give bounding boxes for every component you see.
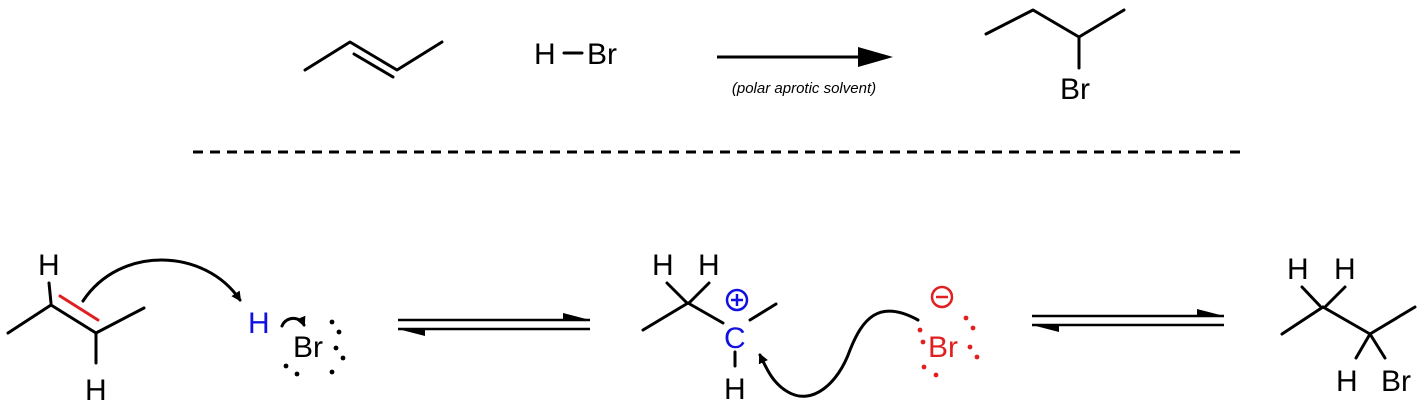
mechanism: H H H Br [6, 249, 1417, 407]
bromide-br-label: Br [928, 331, 958, 364]
hbr-h-electrophile-label: H [248, 307, 270, 340]
product-h-left-label: H [1287, 253, 1309, 286]
curved-arrow-br-to-c [758, 309, 920, 398]
reaction-arrow [717, 47, 893, 67]
cation-h-right-label: H [698, 249, 720, 282]
cation-carbon-label: C [724, 322, 746, 355]
alkene-reactant: H H [6, 249, 146, 407]
product-br-mechanism-label: Br [1381, 365, 1411, 398]
reaction-conditions: (polar aprotic solvent) [732, 80, 876, 97]
hbr-mechanism: H Br [248, 307, 346, 377]
cation-h-bottom-label: H [724, 373, 746, 406]
bromobutane-structure: Br [984, 8, 1126, 106]
bromide-lone-pairs [917, 315, 980, 378]
bromide-nucleophile: Br [917, 285, 980, 378]
curved-arrow-bond-to-br [280, 315, 306, 328]
product-h-right-label: H [1334, 253, 1356, 286]
carbocation-intermediate: H H C H [641, 249, 778, 406]
positive-charge-icon [725, 288, 749, 312]
hbr-br-label: Br [587, 38, 617, 71]
br-lone-pairs [283, 319, 346, 377]
negative-charge-icon [930, 285, 954, 309]
pi-bond [58, 294, 100, 322]
equilibrium-arrow-2 [1032, 309, 1224, 332]
alkene-h-bottom-label: H [85, 374, 107, 407]
hbr-reagent: H Br [534, 38, 617, 71]
overall-reaction: H Br (polar aprotic solvent) Br [303, 8, 1126, 106]
product-h-bottom-label: H [1336, 365, 1358, 398]
butene-structure [303, 40, 444, 79]
equilibrium-arrow-1 [398, 313, 590, 336]
bromoalkane-product: H H H Br [1280, 253, 1417, 398]
curved-arrow-pi-to-h [81, 258, 242, 303]
alkene-h-top-label: H [38, 249, 60, 282]
product-br-label: Br [1060, 73, 1090, 106]
cation-h-left-label: H [652, 249, 674, 282]
hbr-h-label: H [534, 38, 556, 71]
hbr-br-mechanism-label: Br [293, 331, 323, 364]
